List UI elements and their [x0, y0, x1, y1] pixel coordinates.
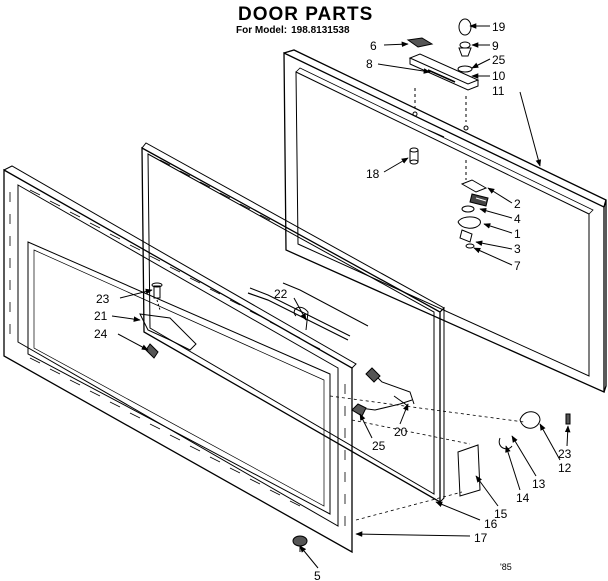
model-line: For Model:198.8131538 — [236, 25, 354, 36]
callout-17: 17 — [474, 531, 488, 545]
callout-12: 12 — [558, 461, 572, 475]
callout-4: 4 — [514, 212, 521, 226]
callout-11: 11 — [492, 84, 505, 98]
callout-2: 2 — [514, 197, 521, 211]
callout-leaders — [111, 23, 571, 569]
callout-20: 20 — [394, 425, 408, 439]
callout-14: 14 — [516, 491, 530, 505]
callout-18: 18 — [366, 167, 380, 181]
callout-21: 21 — [94, 309, 108, 323]
callout-3: 3 — [514, 242, 521, 256]
callout-22: 22 — [274, 287, 288, 301]
callout-9: 9 — [492, 39, 499, 53]
hinge-and-switch-parts — [247, 282, 571, 521]
outer-door-panel — [283, 49, 607, 394]
callout-24: 24 — [94, 327, 108, 341]
model-number: 198.8131538 — [291, 25, 350, 36]
callout-26: 25 — [492, 53, 506, 67]
callout-19: 19 — [492, 20, 506, 34]
model-label: For Model: — [236, 25, 288, 36]
callout-10: 10 — [492, 69, 506, 83]
callout-8: 8 — [366, 57, 373, 71]
callout-23-right: 23 — [558, 447, 572, 461]
inner-door-panel — [3, 159, 357, 554]
callout-labels: 19 9 25 10 11 6 8 18 2 4 1 3 7 23 21 24 … — [94, 20, 572, 581]
callout-13: 13 — [532, 477, 546, 491]
footer-code: '85 — [500, 562, 512, 572]
callout-5: 5 — [314, 569, 321, 581]
diagram-title: DOOR PARTS — [238, 4, 374, 25]
misc-fasteners — [292, 535, 308, 552]
callout-7: 7 — [514, 259, 521, 273]
callout-6: 6 — [370, 39, 377, 53]
callout-23-left: 23 — [96, 292, 110, 306]
callout-16: 16 — [484, 517, 498, 531]
callout-15: 15 — [494, 507, 508, 521]
door-seal-frame — [141, 142, 445, 504]
callout-25: 25 — [372, 439, 386, 453]
callout-1: 1 — [514, 227, 521, 241]
latch-assembly — [406, 18, 489, 249]
